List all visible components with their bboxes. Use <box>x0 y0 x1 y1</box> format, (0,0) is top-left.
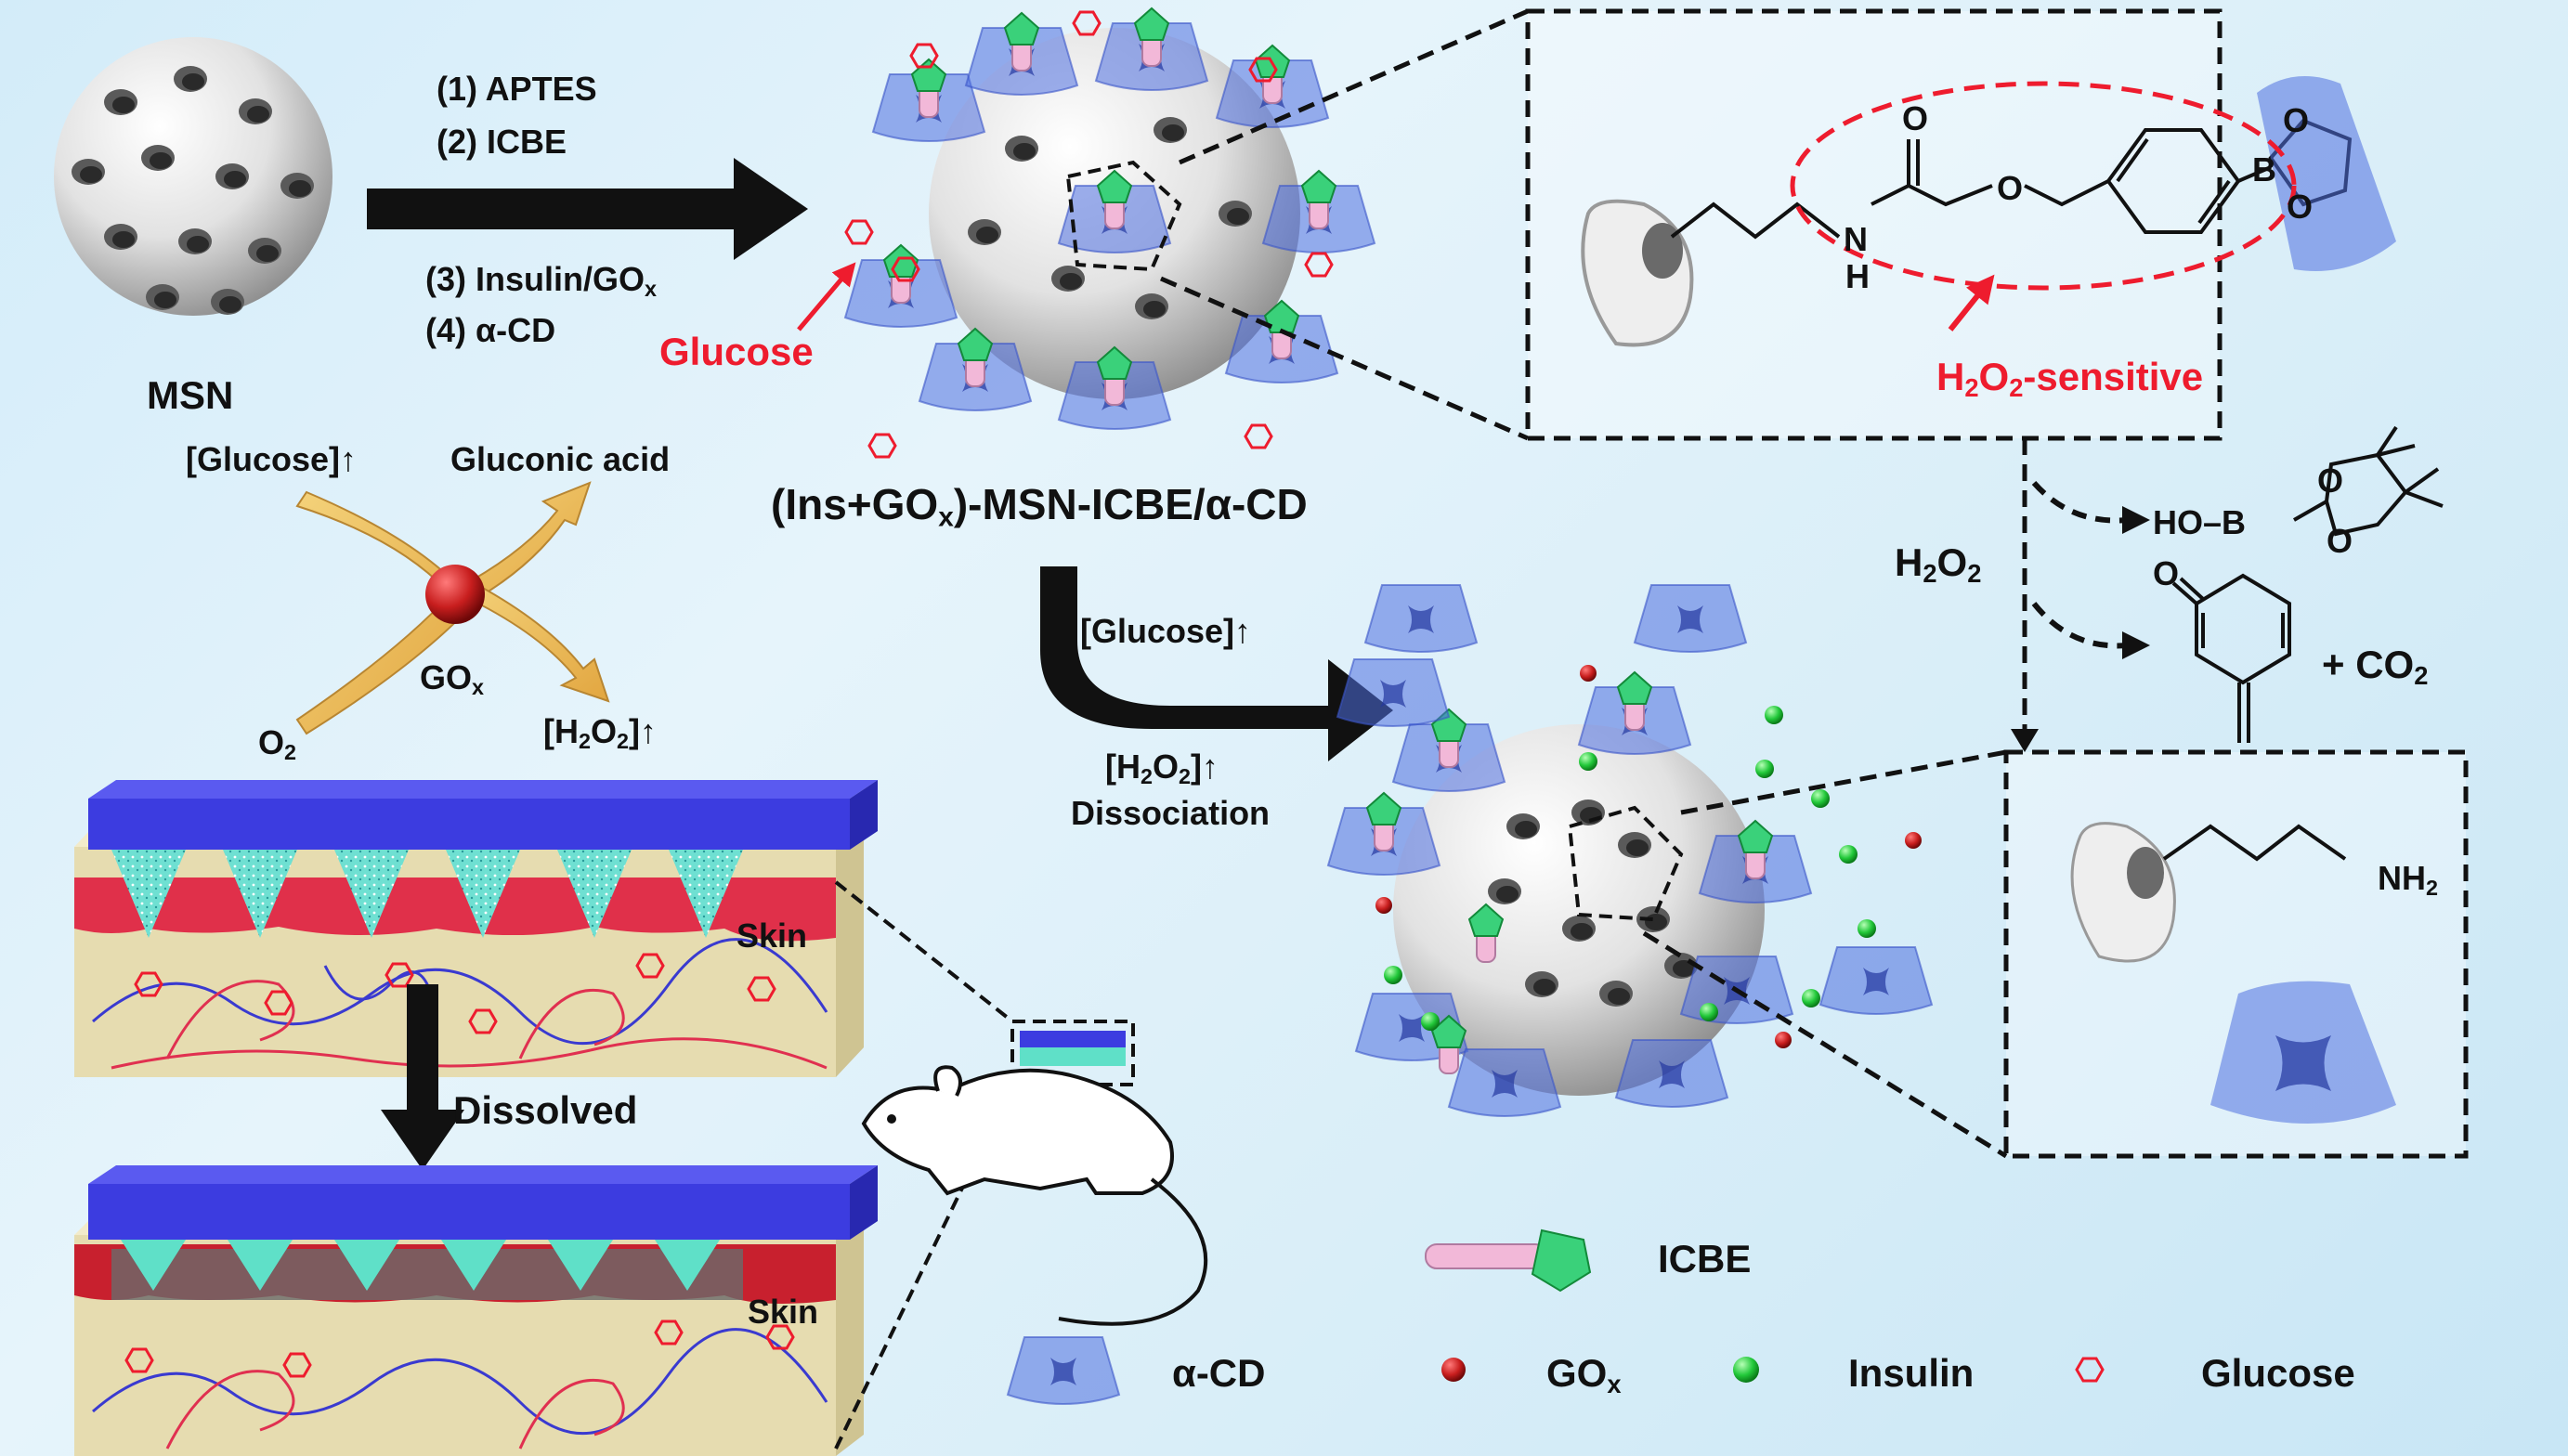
gluconic-acid-label: Gluconic acid <box>450 440 671 478</box>
atom-h: H <box>1845 257 1870 295</box>
h2o2-up-label: [H2O2]↑ <box>543 712 658 753</box>
step-2-label: (2) ICBE <box>437 123 567 161</box>
linker-cd-cap <box>2257 76 2396 271</box>
atom-o-byproduct-1: O <box>2317 462 2344 500</box>
patch-on-mouse-box <box>1010 1020 1135 1086</box>
step-3-label: (3) Insulin/GOx <box>425 260 658 301</box>
zoom-lines-top <box>1160 8 1529 441</box>
synthesis-arrow <box>367 158 808 260</box>
h2o2-sensitive-pointer <box>1948 274 1995 332</box>
step-4-label: (4) α-CD <box>425 311 556 349</box>
amine-msn-fragment <box>2070 822 2347 963</box>
release-glucose-label: [Glucose]↑ <box>1080 612 1252 650</box>
atom-o-boronate-2: O <box>2287 188 2314 226</box>
zoom-lines-bottom <box>1642 749 2008 1159</box>
legend-glucose-icon <box>2075 1357 2105 1383</box>
dissociation-label: Dissociation <box>1071 794 1271 832</box>
legend-insulin-icon <box>1733 1357 1759 1383</box>
dissolved-label: Dissolved <box>453 1088 638 1132</box>
atom-n: N <box>1844 220 1868 258</box>
legend-icbe-label: ICBE <box>1658 1237 1752 1280</box>
step-1-label: (1) APTES <box>437 70 597 108</box>
mini-patch <box>1020 1031 1126 1047</box>
h2o2-trigger-label: H2O2 <box>1895 540 1982 588</box>
atom-o-boronate-1: O <box>2283 101 2310 139</box>
legend-acd-label: α-CD <box>1172 1351 1266 1395</box>
h2o2-sensitive-highlight <box>1790 81 2297 291</box>
skin-label-top: Skin <box>737 916 808 955</box>
gox-reaction-scheme <box>295 481 610 735</box>
boronic-byproduct <box>2293 425 2444 537</box>
legend-acd-icon <box>1007 1336 1120 1405</box>
atom-o-ester: O <box>1997 169 2024 207</box>
skin-label-bottom: Skin <box>748 1293 819 1331</box>
legend-glucose-label: Glucose <box>2201 1351 2355 1395</box>
release-h2o2-label: [H2O2]↑ <box>1105 748 1219 788</box>
atom-o-carbonyl: O <box>1902 99 1929 137</box>
free-alpha-cd <box>2210 981 2396 1124</box>
atom-o-byproduct-2: O <box>2327 522 2353 560</box>
nh2-label: NH2 <box>2378 859 2439 900</box>
gox-enzyme-label: GOx <box>420 658 485 699</box>
atom-o-quinone: O <box>2153 554 2180 592</box>
patch-after <box>74 1165 878 1456</box>
msn-sphere <box>54 37 332 316</box>
loaded-nanoparticle <box>844 7 1375 459</box>
glucose-pointer-arrow <box>797 262 856 332</box>
legend-gox-label: GOx <box>1546 1351 1622 1398</box>
release-arrow <box>1040 566 1393 761</box>
reaction-arrows <box>2011 438 2150 752</box>
legend-insulin-label: Insulin <box>1848 1351 1975 1395</box>
glucose-up-label: [Glucose]↑ <box>186 440 358 478</box>
dissociated-nanoparticle <box>1327 584 1933 1117</box>
h2o2-sensitive-label: H2O2-sensitive <box>1936 355 2204 402</box>
quinone-methide <box>2171 573 2291 743</box>
atom-b: B <box>2252 150 2276 188</box>
patch-before <box>74 780 878 1077</box>
msn-label: MSN <box>147 373 234 417</box>
glucose-label: Glucose <box>659 330 814 373</box>
legend-icbe-icon <box>1425 1228 1592 1293</box>
legend-gox-icon <box>1441 1358 1466 1382</box>
co2-label: + CO2 <box>2322 643 2429 690</box>
mouse-illustration <box>861 1065 1208 1326</box>
mini-needles <box>1020 1047 1126 1066</box>
product-title: (Ins+GOx)-MSN-ICBE/α-CD <box>771 480 1308 533</box>
oxygen-label: O2 <box>258 723 297 764</box>
dissolved-arrow <box>381 984 464 1170</box>
boronic-acid-label: HO–B <box>2153 503 2247 541</box>
